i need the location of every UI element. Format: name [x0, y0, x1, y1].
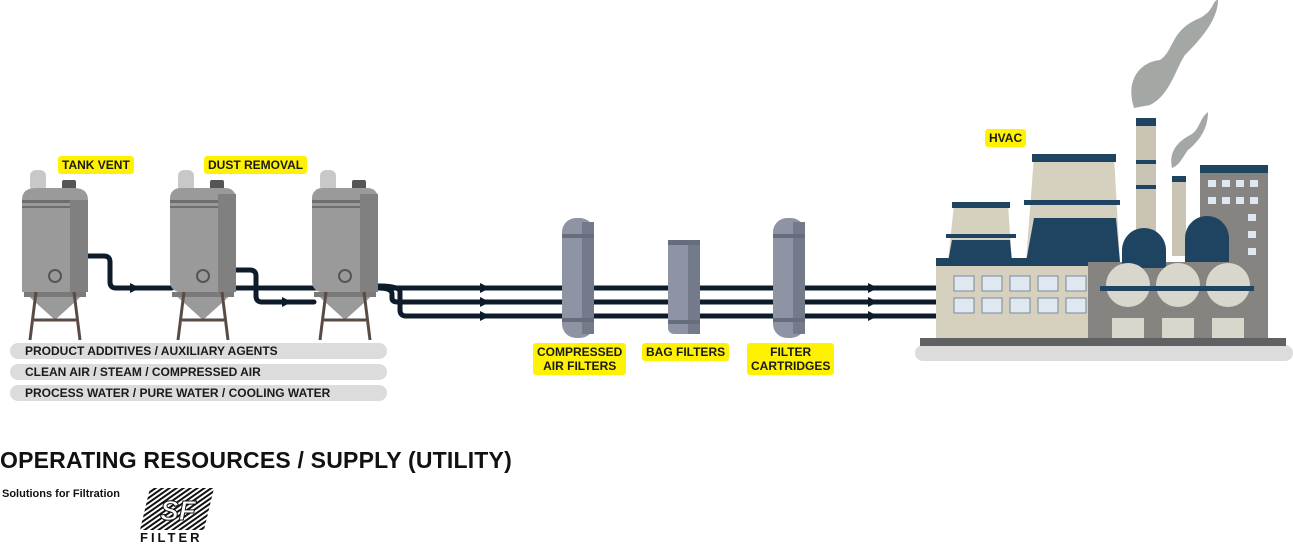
filter-cartridges-line-1: FILTER [770, 345, 812, 359]
dust-removal-label: DUST REMOVAL [204, 156, 308, 174]
pipe-tank1-to-tank2 [85, 253, 175, 291]
factory-icon [915, 0, 1293, 361]
logo-mark-text: SF [160, 495, 197, 526]
resource-line: PROCESS WATER / PURE WATER / COOLING WAT… [10, 385, 387, 401]
arrow [480, 297, 490, 307]
arrow [480, 283, 490, 293]
arrow [480, 311, 490, 321]
tank-1 [22, 170, 88, 341]
compressed-air-filters-line-1: COMPRESSED [537, 345, 623, 359]
compressed-air-filters-line-2: AIR FILTERS [543, 359, 617, 373]
compressed-air-filter-vessel [562, 218, 594, 338]
arrow [868, 283, 878, 293]
tank-vent-label: TANK VENT [58, 156, 134, 174]
tank-2 [170, 170, 236, 341]
arrow [130, 283, 140, 293]
bag-filters-label: BAG FILTERS [642, 343, 730, 361]
hvac-label: HVAC [985, 129, 1027, 147]
sf-logo-icon: SF [140, 488, 214, 530]
tank-3 [312, 170, 378, 341]
pipe-main-bottom [375, 283, 943, 319]
process-diagram [22, 0, 1293, 361]
page-title: OPERATING RESOURCES / SUPPLY (UTILITY) [0, 447, 512, 473]
resource-line: PRODUCT ADDITIVES / AUXILIARY AGENTS [10, 343, 387, 359]
filter-cartridges-line-2: CARTRIDGES [751, 359, 831, 373]
arrow [282, 297, 292, 307]
arrow [868, 297, 878, 307]
compressed-air-filters-label: COMPRESSED AIR FILTERS [533, 343, 627, 375]
flow-arrows [130, 283, 878, 321]
filter-cartridge-vessel [773, 218, 805, 338]
resource-line: CLEAN AIR / STEAM / COMPRESSED AIR [10, 364, 387, 380]
bag-filter-vessel [668, 240, 700, 334]
arrow [868, 311, 878, 321]
logo-wordmark: FILTER [140, 530, 203, 545]
filter-cartridges-label: FILTER CARTRIDGES [747, 343, 835, 375]
tagline: Solutions for Filtration [2, 488, 120, 500]
